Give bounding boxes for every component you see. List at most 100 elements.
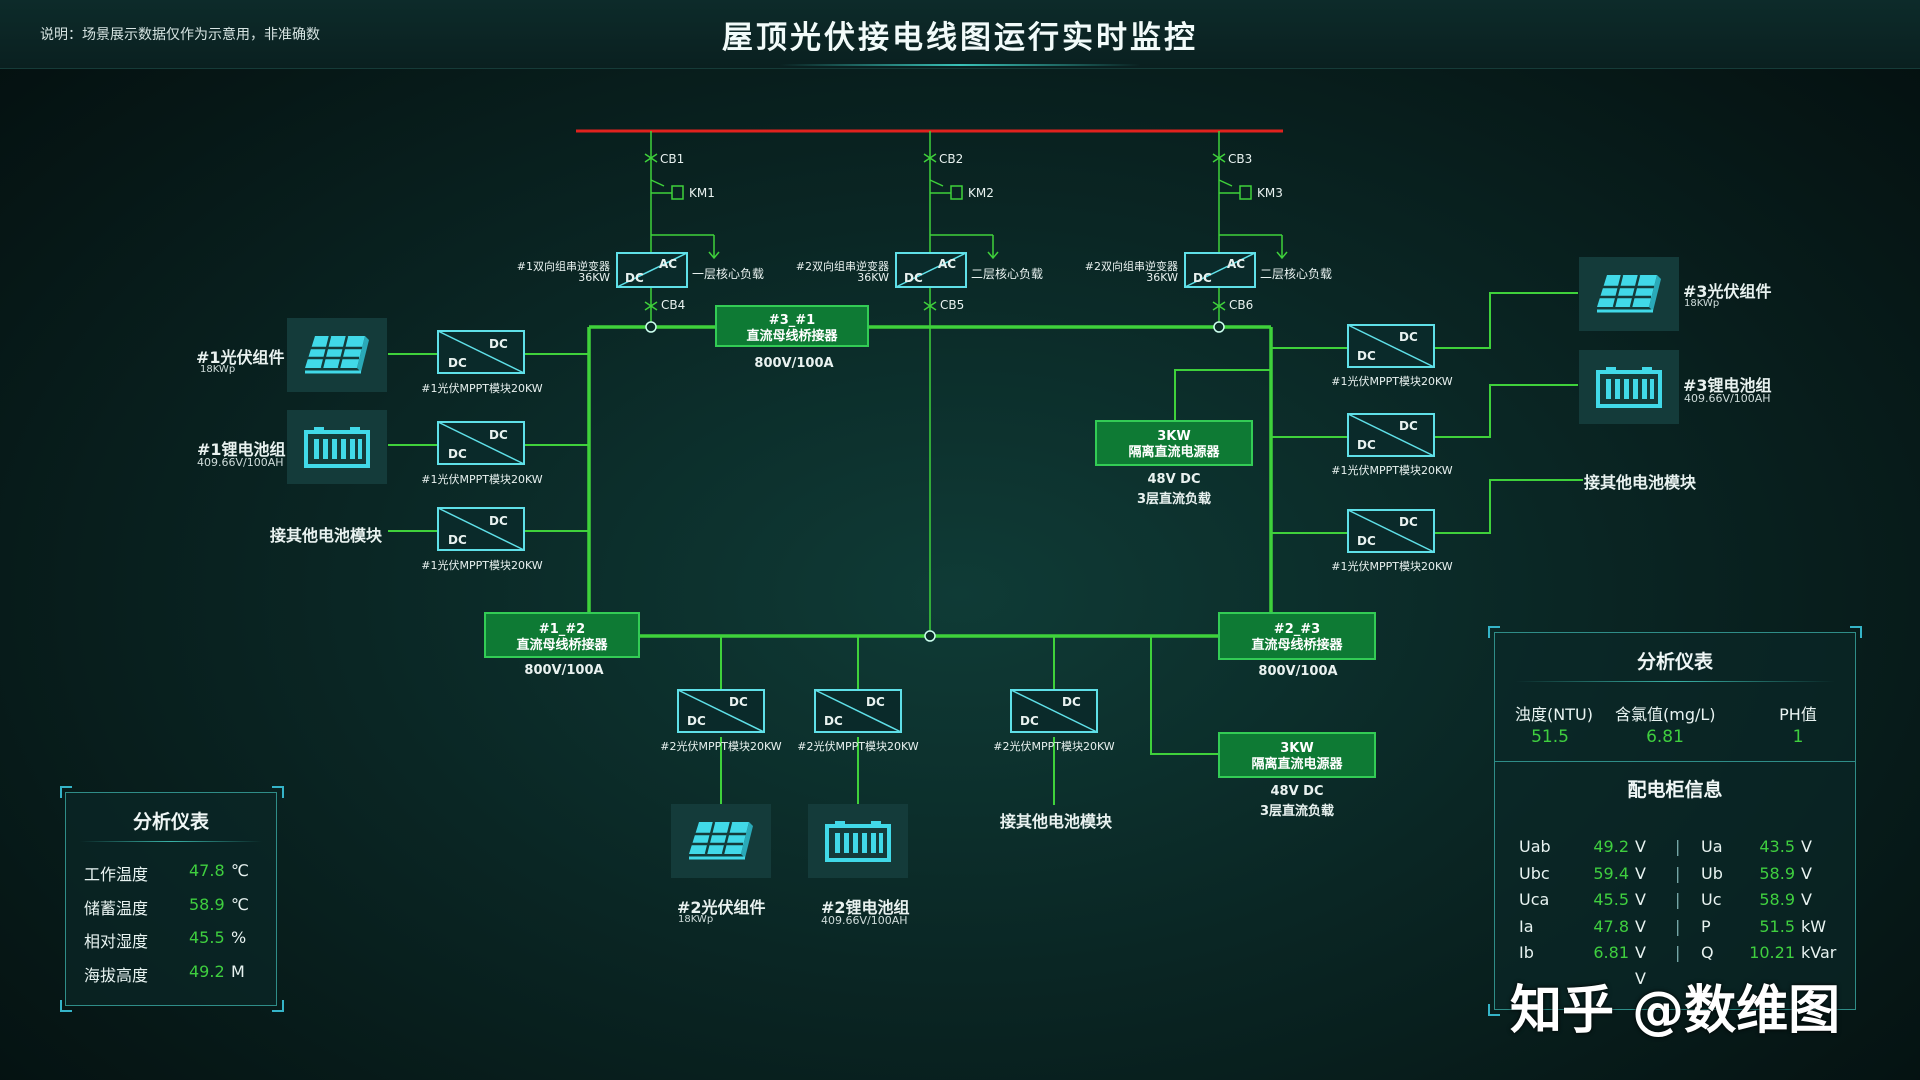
mppt-bottom-1-dc-in: DC: [687, 714, 706, 728]
cb1-label: CB1: [660, 152, 685, 166]
bridge-2-3-type: 直流母线桥接器: [1251, 638, 1343, 653]
mppt-left-1-label: #1光伏MPPT模块20KW: [421, 382, 543, 395]
panel-corner: [272, 1000, 284, 1012]
cabinet-row-unit: V: [1801, 890, 1812, 909]
bridge-3-1[interactable]: #3_#1 直流母线桥接器: [715, 305, 869, 347]
cabinet-row-label: Ubc: [1519, 864, 1550, 883]
bat3-name: #3锂电池组: [1683, 376, 1772, 395]
metric-value: 49.2: [189, 962, 225, 981]
cabinet-row-label: Uab: [1519, 837, 1551, 856]
panel-corner: [60, 786, 72, 798]
pv1-tile[interactable]: [287, 318, 387, 392]
metric-turbidity-label: 浊度(NTU): [1515, 705, 1593, 724]
inverter-2-rating: 36KW: [857, 271, 889, 284]
metric-turbidity-value: 51.5: [1531, 727, 1569, 747]
mppt-left-1-dc-in: DC: [448, 356, 467, 370]
metric-value: 45.5: [189, 928, 225, 947]
cabinet-separator: |: [1675, 864, 1681, 883]
inverter-1-name: #1双向组串逆变器: [516, 260, 610, 273]
mppt-right-2-dc-out: DC: [1399, 419, 1418, 433]
mppt-bottom-1-dc-out: DC: [729, 695, 748, 709]
mppt-right-1-label: #1光伏MPPT模块20KW: [1331, 375, 1453, 388]
pv3-spec: 18KWp: [1684, 298, 1720, 309]
metric-row: 储蓄温度: [84, 899, 149, 918]
feeder-2: [923, 131, 999, 636]
mppt-left-2-dc-in: DC: [448, 447, 467, 461]
cabinet-separator: |: [1675, 837, 1681, 856]
mppt-left-3-dc-out: DC: [489, 514, 508, 528]
mppt-bottom-2-box[interactable]: [814, 689, 904, 735]
metric-row: 海拔高度: [84, 966, 149, 985]
pv3-tile[interactable]: [1579, 257, 1679, 331]
bridge-2-3[interactable]: #2_#3 直流母线桥接器: [1218, 612, 1376, 660]
bat1-tile[interactable]: [287, 410, 387, 484]
mppt-bottom-2-dc-out: DC: [866, 695, 885, 709]
mppt-right-2-box[interactable]: [1347, 413, 1437, 459]
inverter-3-name: #2双向组串逆变器: [1084, 260, 1178, 273]
mppt-right-2-label: #1光伏MPPT模块20KW: [1331, 464, 1453, 477]
left-panel-divider: [80, 841, 262, 842]
cabinet-row-unit: V: [1801, 864, 1812, 883]
metric-ph-value: 1: [1792, 727, 1804, 747]
right-analysis-panel: 分析仪表 浊度(NTU) 51.5 含氯值(mg/L) 6.81 PH值 1 配…: [1494, 632, 1856, 1010]
cabinet-row-value: 58.9: [1759, 890, 1795, 909]
pv1-spec: 18KWp: [200, 364, 236, 375]
metric-row: 相对湿度: [84, 932, 149, 951]
inverter-1-box[interactable]: [616, 252, 688, 288]
pv2-tile[interactable]: [671, 804, 771, 878]
inverter-2-box[interactable]: [895, 252, 967, 288]
mppt-left-1-box[interactable]: [437, 330, 527, 376]
psu-upper[interactable]: 3KW 隔离直流电源器: [1095, 420, 1253, 466]
mppt-bottom-1-label: #2光伏MPPT模块20KW: [660, 740, 782, 753]
mppt-bottom-3-dc-in: DC: [1020, 714, 1039, 728]
psu-lower-out2: 3层直流负载: [1259, 804, 1335, 819]
panel-corner: [1850, 626, 1862, 638]
pv2-name: #2光伏组件: [677, 898, 766, 917]
psu-upper-rating: 3KW: [1157, 429, 1191, 444]
km1-label: KM1: [689, 186, 715, 200]
bat2-name: #2锂电池组: [821, 898, 910, 917]
inverter-1-rating: 36KW: [578, 271, 610, 284]
psu-lower-rating: 3KW: [1280, 741, 1314, 756]
right-branches: [1174, 292, 1583, 534]
feeder-1: [644, 131, 720, 327]
mppt-left-2-box[interactable]: [437, 421, 527, 467]
mppt-right-3-box[interactable]: [1347, 509, 1437, 555]
panel-corner: [60, 1000, 72, 1012]
inverter-1-ac: AC: [659, 257, 678, 271]
mppt-bottom-3-box[interactable]: [1010, 689, 1100, 735]
psu-lower-type: 隔离直流电源器: [1251, 757, 1343, 772]
metric-unit: ℃: [231, 895, 249, 914]
cabinet-row-label: Ub: [1701, 864, 1723, 883]
pv3-name: #3光伏组件: [1683, 282, 1772, 301]
bat3-tile[interactable]: [1579, 350, 1679, 424]
psu-lower-out1: 48V DC: [1270, 784, 1324, 799]
mppt-left-3-label: #1光伏MPPT模块20KW: [421, 559, 543, 572]
mppt-left-1-dc-out: DC: [489, 337, 508, 351]
other-battery-bottom: 接其他电池模块: [1000, 812, 1113, 831]
bridge-1-2[interactable]: #1_#2 直流母线桥接器: [484, 612, 640, 658]
mppt-right-1-box[interactable]: [1347, 324, 1437, 370]
cabinet-title: 配电柜信息: [1627, 779, 1723, 801]
psu-lower[interactable]: 3KW 隔离直流电源器: [1218, 732, 1376, 778]
inverter-2-name: #2双向组串逆变器: [795, 260, 889, 273]
cabinet-row-value: 59.4: [1593, 864, 1629, 883]
mppt-right-3-label: #1光伏MPPT模块20KW: [1331, 560, 1453, 573]
metric-value: 58.9: [189, 895, 225, 914]
bridge-2-3-id: #2_#3: [1273, 622, 1321, 637]
metric-ph-label: PH值: [1779, 705, 1817, 724]
inverter-2-load: 二层核心负载: [971, 267, 1044, 281]
cabinet-row-unit: V: [1635, 890, 1646, 909]
mppt-bottom-3-label: #2光伏MPPT模块20KW: [993, 740, 1115, 753]
cabinet-row-unit: V: [1635, 917, 1646, 936]
panel-corner: [272, 786, 284, 798]
mppt-left-3-box[interactable]: [437, 507, 527, 553]
solar-panel-icon: [689, 821, 753, 860]
inverter-3-box[interactable]: [1184, 252, 1256, 288]
bat2-tile[interactable]: [808, 804, 908, 878]
mppt-left-2-dc-out: DC: [489, 428, 508, 442]
inverter-3-ac: AC: [1227, 257, 1246, 271]
bridge-3-1-id: #3_#1: [768, 313, 816, 328]
mppt-bottom-1-box[interactable]: [677, 689, 767, 735]
cabinet-row-value: 51.5: [1759, 917, 1795, 936]
